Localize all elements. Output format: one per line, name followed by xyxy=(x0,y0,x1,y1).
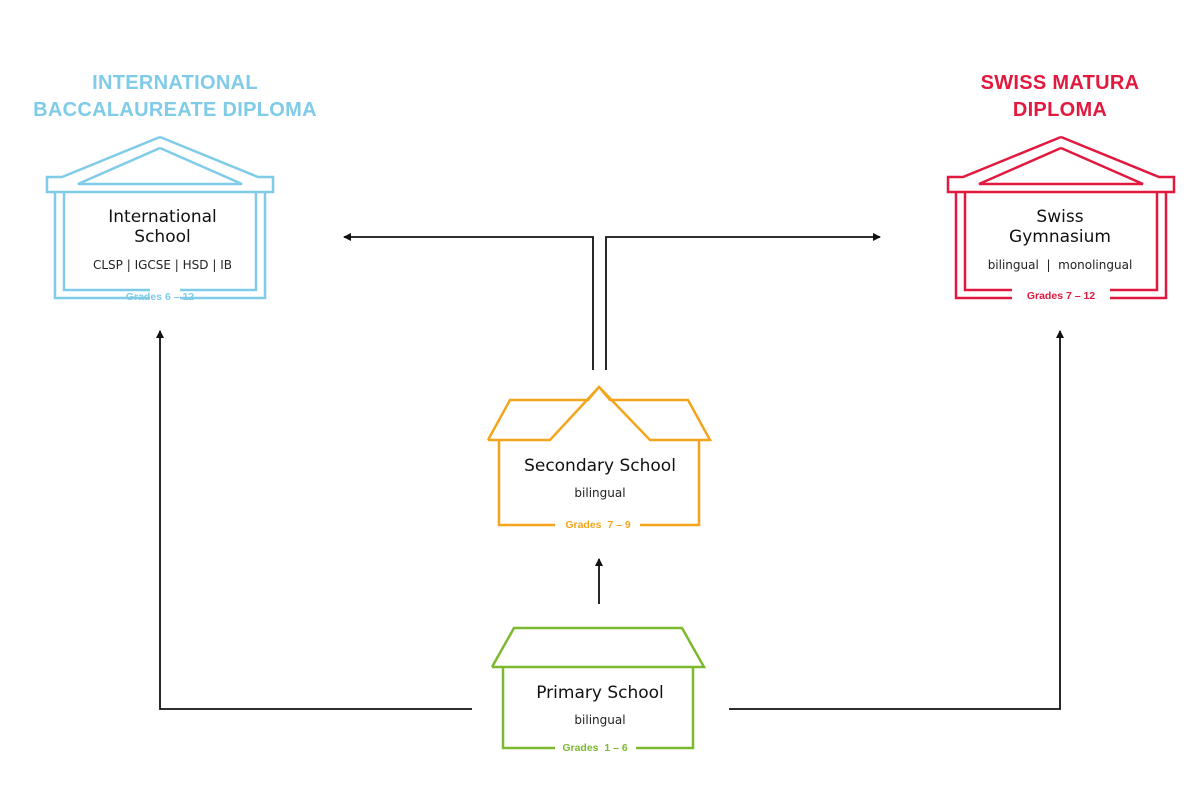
arrow-primary-to-swiss xyxy=(729,330,1064,710)
international-school-name-line1: International xyxy=(108,207,217,227)
swiss-gymnasium-programs: bilingual | monolingual xyxy=(987,258,1133,272)
international-school-grades: Grades 6 – 12 xyxy=(125,291,195,303)
ib-heading-line1: INTERNATIONAL xyxy=(92,72,258,94)
international-school-programs: CLSP | IGCSE | HSD | IB xyxy=(92,258,232,272)
connector-arrows xyxy=(156,233,1064,710)
ib-diploma-heading: INTERNATIONAL BACCALAUREATE DIPLOMA xyxy=(20,70,330,124)
international-school-building xyxy=(45,135,275,300)
arrow-secondary-to-swiss xyxy=(605,233,881,370)
ib-heading-line2: BACCALAUREATE DIPLOMA xyxy=(33,99,317,121)
secondary-school-programs: bilingual xyxy=(574,486,626,500)
primary-school-programs: bilingual xyxy=(574,713,626,727)
primary-school-name: Primary School xyxy=(536,683,664,703)
international-school-name-line2: School xyxy=(134,227,191,247)
swiss-matura-heading: SWISS MATURA DIPLOMA xyxy=(900,70,1200,124)
primary-school-grades: Grades 1 – 6 xyxy=(562,742,628,754)
secondary-school-building xyxy=(486,385,713,527)
swiss-gymnasium-name-line1: Swiss xyxy=(1036,207,1084,227)
swiss-heading-line2: DIPLOMA xyxy=(1012,99,1108,121)
swiss-gymnasium-building xyxy=(946,135,1176,300)
secondary-school-grades: Grades 7 – 9 xyxy=(565,519,631,531)
secondary-school-label: Secondary School bilingual xyxy=(505,456,695,500)
international-school-label: International School CLSP | IGCSE | HSD … xyxy=(80,207,245,272)
arrow-secondary-to-international xyxy=(343,233,594,370)
swiss-gymnasium-label: Swiss Gymnasium bilingual | monolingual xyxy=(970,207,1150,272)
primary-school-building xyxy=(490,626,707,750)
arrow-primary-to-international xyxy=(156,330,472,710)
secondary-school-name: Secondary School xyxy=(524,456,676,476)
swiss-heading-line1: SWISS MATURA xyxy=(980,72,1140,94)
primary-school-label: Primary School bilingual xyxy=(505,683,695,727)
swiss-gymnasium-grades: Grades 7 – 12 xyxy=(1026,290,1096,302)
swiss-gymnasium-name-line2: Gymnasium xyxy=(1009,227,1111,247)
